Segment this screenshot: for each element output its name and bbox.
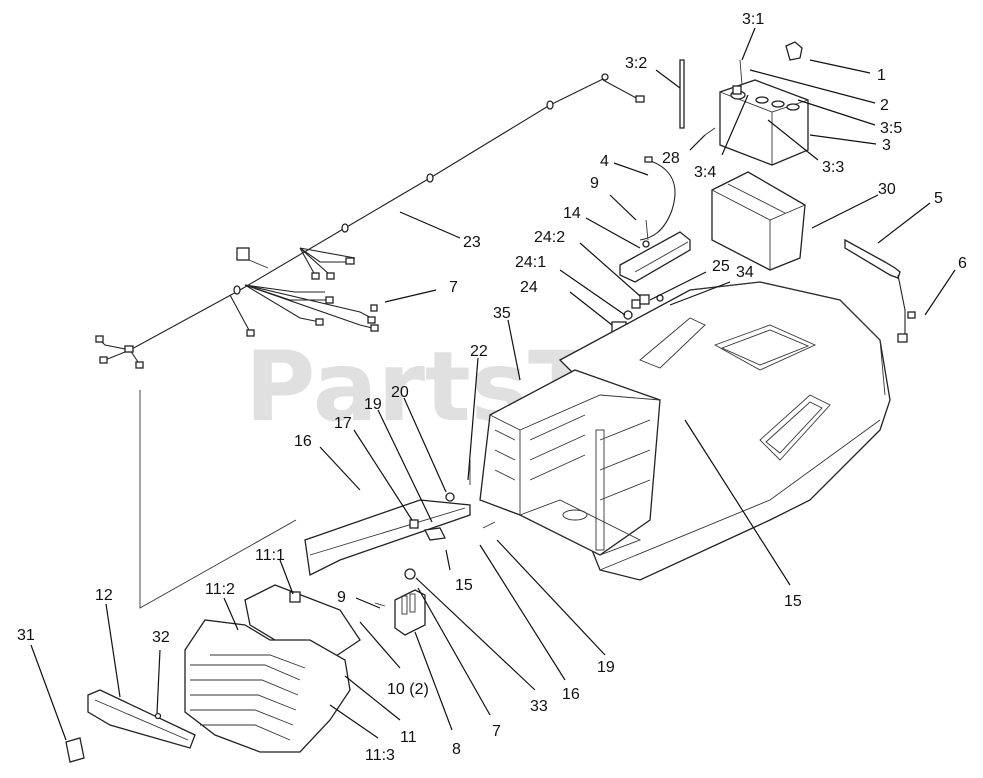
callout-34: 34: [736, 264, 754, 281]
callout-17: 17: [334, 415, 352, 432]
battery-cable: [639, 159, 676, 241]
callout-10: 10 (2): [387, 681, 429, 698]
callouts: 3:1 3:2 1 2 3:5 3 28 3:4 3:3 4 9 30: [17, 11, 967, 764]
callout-24: 24: [520, 279, 538, 296]
callout-3-3: 3:3: [822, 159, 844, 176]
frame-console: [479, 369, 661, 556]
callout-15-left: 15: [455, 577, 473, 594]
callout-3: 3: [882, 137, 891, 154]
callout-11-1: 11:1: [255, 547, 285, 564]
key-switch: [394, 589, 426, 636]
dash-panel: [244, 584, 361, 661]
callout-19-upper: 19: [364, 396, 382, 413]
callout-31: 31: [17, 627, 35, 644]
callout-3-1: 3:1: [742, 11, 764, 28]
switch-19: [424, 527, 446, 541]
knob-33: [404, 568, 416, 580]
callout-19-lower: 19: [597, 659, 615, 676]
wiring-harness: [95, 73, 645, 369]
light-switch: [289, 591, 301, 603]
bracket-14: [619, 231, 691, 283]
callout-28: 28: [662, 150, 680, 167]
callout-1: 1: [877, 67, 886, 84]
callout-11: 11: [400, 729, 417, 746]
callout-3-4: 3:4: [694, 164, 716, 181]
callout-6: 6: [958, 255, 967, 272]
callout-11-3: 11:3: [365, 747, 395, 764]
callout-14: 14: [563, 205, 581, 222]
callout-25: 25: [712, 258, 730, 275]
callout-11-2: 11:2: [205, 581, 235, 598]
callout-24-2: 24:2: [534, 229, 565, 246]
callout-5: 5: [934, 190, 943, 207]
callout-16-lower: 16: [562, 686, 580, 703]
callout-23: 23: [463, 234, 481, 251]
callout-20: 20: [391, 384, 409, 401]
callout-22: 22: [470, 343, 488, 360]
battery-tray: [711, 171, 806, 271]
hold-down-rod: [679, 59, 685, 129]
callout-8: 8: [452, 741, 461, 758]
callout-16-upper: 16: [294, 433, 312, 450]
emblem-plate: [65, 737, 85, 763]
callout-32: 32: [152, 629, 170, 646]
terminal-cap: [785, 41, 803, 61]
callout-7-lower: 7: [492, 723, 501, 740]
callout-7-upper: 7: [449, 279, 458, 296]
hood-grille: [184, 619, 351, 753]
callout-15-right: 15: [784, 593, 802, 610]
callout-30: 30: [878, 181, 896, 198]
battery: [719, 59, 809, 166]
callout-24-1: 24:1: [515, 254, 546, 271]
alignment-line: [139, 390, 297, 609]
bolt-28: [704, 127, 716, 136]
callout-35: 35: [493, 305, 511, 322]
callout-3-2: 3:2: [625, 55, 647, 72]
callout-9-lower: 9: [337, 589, 346, 606]
callout-9-upper: 9: [590, 175, 599, 192]
callout-12: 12: [95, 587, 113, 604]
callout-4: 4: [600, 153, 609, 170]
hardware-17: [409, 519, 419, 529]
callout-2: 2: [880, 97, 889, 114]
callout-3-5: 3:5: [880, 120, 902, 137]
bumper: [87, 689, 196, 749]
callout-33: 33: [530, 698, 548, 715]
ground-cable: [844, 238, 901, 279]
